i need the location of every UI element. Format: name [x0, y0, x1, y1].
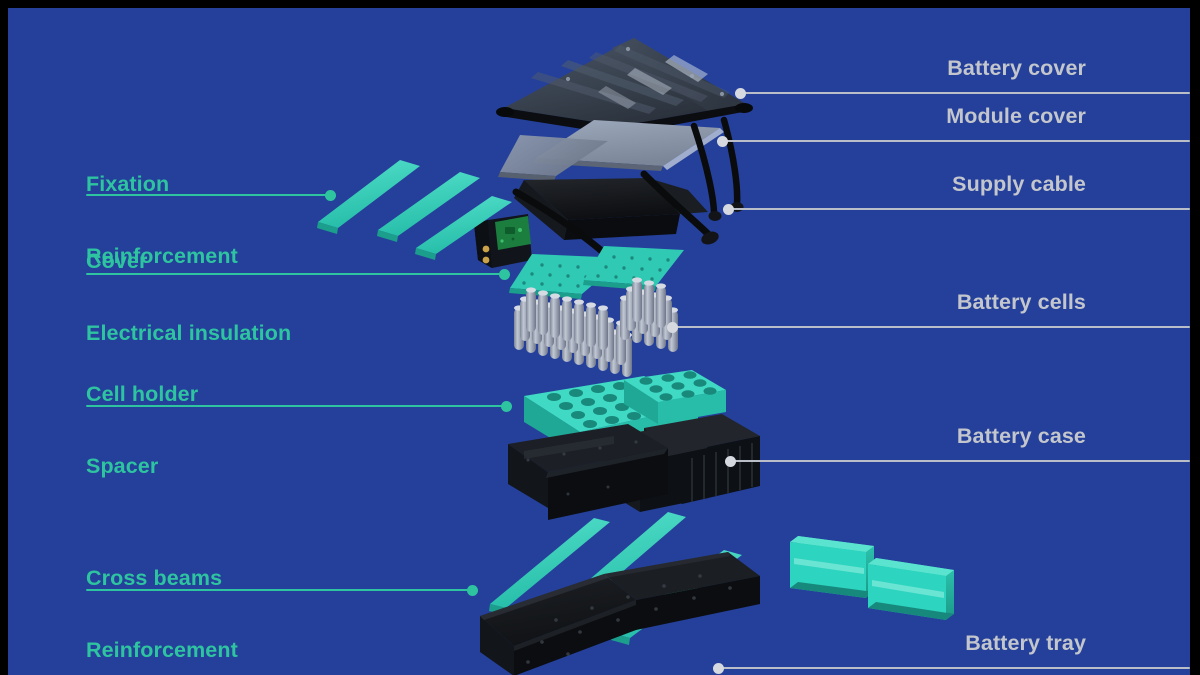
cell-holder-graphic: [524, 370, 726, 456]
leader-line-battery-case: [730, 460, 1190, 462]
module-cover-graphic: [498, 120, 724, 181]
label-battery-cells: Battery cells: [956, 290, 1086, 314]
leader-dot-supply-cable: [723, 204, 734, 215]
label-fixation-reinforcement: Fixation Reinforcement: [86, 124, 238, 317]
fixation-reinforcement-graphic: [317, 160, 512, 260]
cross-beams-graphic: [489, 512, 742, 645]
leader-dot-battery-cells: [667, 322, 678, 333]
battery-cover-graphic: [496, 38, 753, 135]
electrical-insulation-graphic: [509, 246, 684, 299]
battery-tray-graphic: [480, 552, 760, 675]
leader-line-battery-cover: [740, 92, 1190, 94]
leader-line-supply-cable: [728, 208, 1190, 210]
leader-dot-fixation: [325, 190, 336, 201]
label-fixation-line2: Reinforcement: [86, 244, 238, 269]
leader-dot-battery-tray: [713, 663, 724, 674]
leader-line-fixation: [86, 194, 330, 196]
leader-line-cross-beams: [86, 589, 472, 591]
leader-line-module-cover: [722, 140, 1190, 142]
label-cross-beams-line2: Reinforcement: [86, 638, 238, 663]
label-cell-holder-line1: Cell holder: [86, 382, 199, 407]
label-battery-tray: Battery tray: [965, 631, 1086, 655]
leader-line-battery-cells: [672, 326, 1190, 328]
label-cross-beams-line1: Cross beams: [86, 566, 223, 591]
leader-dot-cross-beams: [467, 585, 478, 596]
leader-line-electrical-insulation: [86, 273, 504, 275]
leader-line-battery-tray: [718, 667, 1190, 669]
supply-cable-graphic: [474, 116, 744, 285]
leader-dot-electrical-insulation: [499, 269, 510, 280]
reinforcement-rails-graphic: [790, 536, 954, 620]
label-cover-electrical-insulation: Cover Electrical insulation: [86, 201, 291, 394]
label-cross-beams-reinforcement: Cross beams Reinforcement: [86, 518, 238, 675]
label-module-cover: Module cover: [946, 104, 1086, 128]
label-cover-line2: Electrical insulation: [86, 321, 292, 346]
diagram-stage: Battery cover Module cover Supply cable …: [8, 8, 1190, 675]
leader-dot-module-cover: [717, 136, 728, 147]
label-cell-holder-line2: Spacer: [86, 454, 159, 479]
battery-cells-graphic: [514, 277, 678, 377]
battery-case-graphic: [508, 414, 760, 520]
label-cell-holder-spacer: Cell holder Spacer: [86, 334, 198, 527]
leader-dot-battery-case: [725, 456, 736, 467]
label-battery-cover: Battery cover: [947, 56, 1086, 80]
label-cover-line1: Cover: [86, 249, 148, 274]
label-supply-cable: Supply cable: [952, 172, 1086, 196]
label-battery-case: Battery case: [956, 424, 1086, 448]
leader-line-cell-holder: [86, 405, 506, 407]
label-fixation-line1: Fixation: [86, 172, 170, 197]
leader-dot-battery-cover: [735, 88, 746, 99]
leader-dot-cell-holder: [501, 401, 512, 412]
